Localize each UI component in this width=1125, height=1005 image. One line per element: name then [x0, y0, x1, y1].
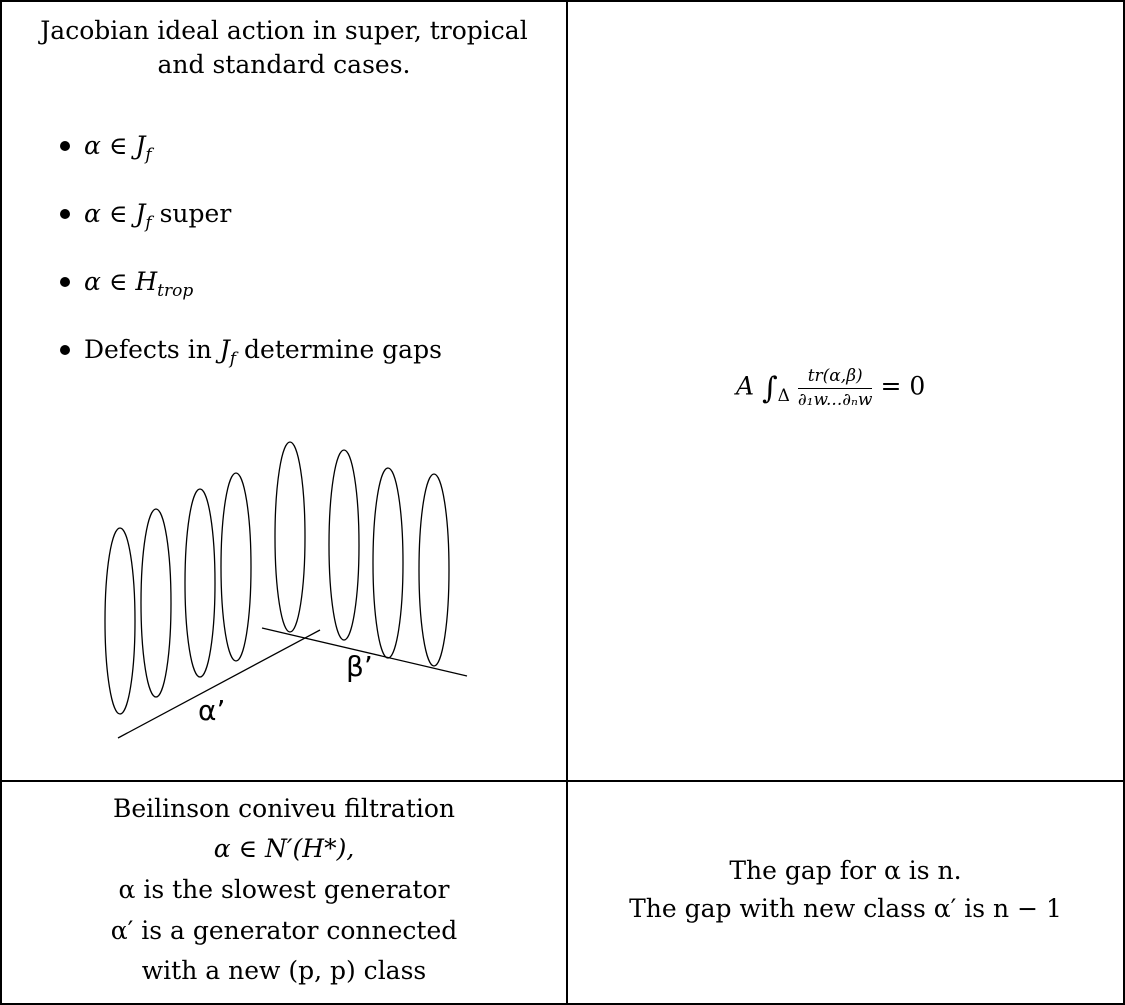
cell-heading-line-1: Jacobian ideal action in super, tropical [40, 16, 528, 45]
coniveu-line-1: Beilinson coniveu filtration [112, 794, 456, 823]
bullet-dot [60, 345, 70, 355]
border-bottom [0, 1003, 1125, 1005]
cell-heading-line-2: and standard cases. [157, 50, 411, 79]
ellipse [220, 472, 252, 662]
beta-prime-label: β’ [346, 650, 373, 683]
coniveu-line-3: α is the slowest generator [118, 875, 450, 904]
ellipse [328, 449, 360, 641]
ellipse [372, 467, 404, 659]
border-left [0, 0, 2, 1005]
cell-top-right: A ∫Δ tr(α,β) ∂₁w...∂ₙw = 0 [568, 2, 1123, 780]
bullet-dot [60, 277, 70, 287]
border-right [1123, 0, 1125, 1005]
integral-formula: A ∫Δ tr(α,β) ∂₁w...∂ₙw = 0 [736, 366, 926, 410]
bullet-item-1: α ∈ Jf [84, 131, 152, 165]
gap-line-2: The gap with new class α′ is n − 1 [629, 894, 1062, 923]
coniveu-line-4: α′ is a generator connected [110, 916, 458, 945]
alpha-axis-line [117, 629, 321, 739]
ellipse [184, 488, 216, 678]
ellipse [140, 508, 172, 698]
gap-line-1: The gap for α is n. [729, 856, 962, 885]
row-divider [0, 780, 1125, 782]
bullet-item-4: Defects in Jf determine gaps [84, 335, 442, 369]
coniveu-line-5: with a new (p, p) class [141, 956, 427, 985]
bullet-dot [60, 141, 70, 151]
cell-bottom-right: The gap for α is n. The gap with new cla… [568, 782, 1123, 1003]
bullet-item-2: α ∈ Jf super [84, 199, 232, 233]
border-top [0, 0, 1125, 2]
bullet-item-3: α ∈ Htrop [84, 267, 194, 301]
alpha-prime-label: α’ [198, 694, 225, 727]
ellipse [104, 527, 136, 715]
coniveu-line-2: α ∈ N′(H*), [213, 834, 355, 863]
ellipse [274, 441, 306, 633]
column-divider [566, 0, 568, 1005]
ellipse [418, 473, 450, 667]
cell-bottom-left: Beilinson coniveu filtration α ∈ N′(H*),… [2, 782, 566, 1003]
fraction: tr(α,β) ∂₁w...∂ₙw [797, 366, 873, 410]
bullet-dot [60, 209, 70, 219]
ellipses-figure: α’ β’ [104, 441, 468, 739]
cell-top-left: Jacobian ideal action in super, tropical… [2, 2, 566, 780]
beta-axis-line [261, 627, 468, 677]
